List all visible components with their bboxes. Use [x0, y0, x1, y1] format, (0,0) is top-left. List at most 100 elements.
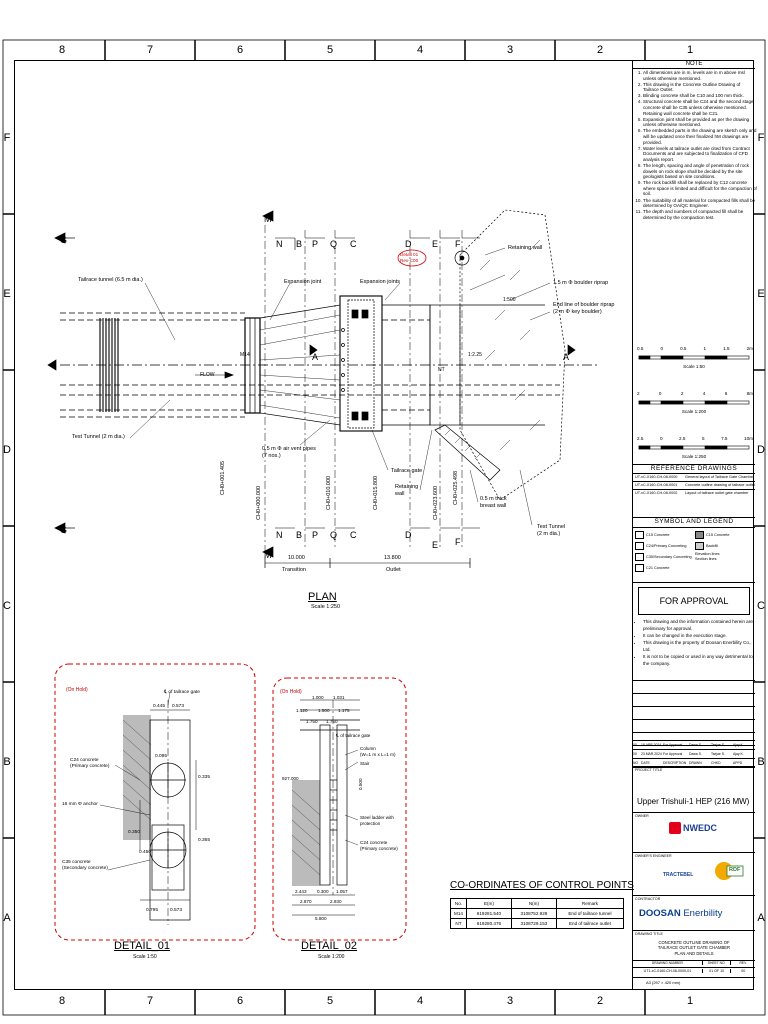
detail-02-label: 1.750: [306, 719, 318, 724]
svg-text:C: C: [350, 239, 357, 249]
grid-row: A: [757, 912, 765, 924]
rev-no: 00: [633, 752, 637, 756]
grid-row: E: [757, 288, 765, 300]
detail-01-label: 0.365: [198, 838, 211, 843]
svg-text:Q: Q: [330, 530, 337, 540]
note-item: All dimensions are in m, levels are in m…: [643, 70, 757, 81]
grid-col: 5: [326, 44, 334, 56]
scale-tick: 0: [658, 391, 662, 396]
paper-size: A3 (297 × 420 mm): [646, 980, 681, 985]
reference-title: General layout of Tailrace Gate Chamber: [685, 475, 754, 479]
svg-text:N: N: [276, 530, 283, 540]
detail-01-drawing: [54, 663, 256, 941]
label-slope-1: 1:500: [503, 297, 516, 303]
owner-label: OWNER: [635, 814, 649, 818]
section-label: G: [60, 235, 67, 245]
detail-02-label: 1.057: [336, 889, 348, 894]
detail-02-label: 2.443: [295, 889, 307, 894]
sheet-number: 01 OF 10: [703, 969, 732, 973]
svg-text:N: N: [276, 239, 283, 249]
svg-text:F: F: [455, 239, 461, 249]
section-label: G: [60, 525, 67, 535]
grid-row: A: [3, 912, 11, 924]
detail-01-label: 0.445: [153, 704, 166, 709]
table-cell: 3108752.929: [510, 908, 557, 919]
scale-tick: 2.5: [679, 436, 686, 441]
detail-01-label: C35 concrete (Secondary concrete): [62, 860, 108, 871]
note-item: This drawing is the Concrete Outline Dra…: [643, 82, 757, 93]
scale-label-3: Scale 1:250: [681, 454, 707, 459]
drawing-number-label: DRAWING NUMBER: [633, 961, 703, 965]
detail-02-label: 927.000: [282, 776, 299, 781]
scale-tick: 4: [702, 391, 706, 396]
scale-tick: 8m: [746, 391, 753, 396]
table-header: N(m): [510, 898, 557, 909]
engineer-label: OWNER'S ENGINEER: [635, 854, 672, 858]
detail-02-label: 2.930: [330, 899, 342, 904]
rev-drawn: Dawa S.: [689, 743, 702, 747]
rev-appd: Ajay K.: [733, 743, 744, 747]
detail-02-label: Stair: [360, 761, 370, 766]
dim-outlet-label: Outlet: [386, 567, 401, 573]
svg-text:P: P: [312, 530, 318, 540]
detail-01-label: 0.450: [139, 850, 152, 855]
reference-title: Layout of tailrace outlet gate chamber: [685, 491, 749, 495]
title-block: NOTE All dimensions are in m, levels are…: [632, 60, 757, 990]
legend-label: C15 Concrete: [706, 533, 730, 537]
rev-no: 00: [633, 743, 637, 747]
rev-chkd: Tsejae S.: [711, 743, 725, 747]
rev-label: REV.: [739, 961, 747, 965]
legend-label: Backfill: [706, 544, 719, 548]
label-flow: FLOW: [200, 372, 215, 378]
grid-row: F: [757, 132, 765, 144]
svg-text:B: B: [296, 239, 302, 249]
scale-tick: 1.5: [723, 346, 730, 351]
detail-01-label: ℄ of tailrace gate: [164, 690, 200, 695]
section-label: M: [264, 214, 272, 224]
grid-col: 1: [686, 995, 694, 1007]
drawing-title: CONCRETE OUTLINE DRAWING OF TAILRACE OUT…: [657, 940, 731, 956]
approval-note: This drawing and the information contain…: [643, 618, 757, 632]
grid-col: 4: [416, 44, 424, 56]
detail-01-label: 0.573: [170, 908, 183, 913]
legend-item: C21 Concrete: [635, 563, 695, 574]
drawing-number-row: UT1-xC-0160-CH-08-0000-01 01 OF 10 00: [633, 969, 755, 973]
detail-01-title: DETAIL_01: [114, 940, 171, 952]
detail-02-on-hold: (On Hold): [280, 689, 302, 695]
label-retaining-wall: Retaining wall: [395, 484, 419, 497]
grid-row: F: [3, 132, 11, 144]
approval-note: It can be changed in the execution stage…: [643, 632, 757, 639]
control-points-table: No. E(m) N(m) Remark M14 619281.540 3108…: [450, 898, 624, 929]
grid-col: 3: [506, 995, 514, 1007]
scale-tick: 6: [724, 391, 728, 396]
rdf-logo-icon: [715, 862, 744, 880]
legend-header: SYMBOL AND LEGEND: [654, 518, 734, 525]
detail-02-label: 1.000: [312, 695, 324, 700]
scale-tick: 0: [659, 436, 663, 441]
legend-item: C24/Primary Concreting: [635, 541, 695, 552]
grid-col: 7: [146, 44, 154, 56]
dim-outlet: 13.800: [384, 555, 401, 561]
detail-01-label: 16 mm Φ anchor: [62, 802, 98, 807]
engineer-logo-1: TRACTEBEL: [663, 872, 694, 878]
label-breast-wall: 0.5 m thick breast wall: [480, 496, 507, 509]
table-cell: End of tailrace tunnel: [555, 908, 624, 919]
label-nt: NT: [438, 367, 445, 373]
detail-02-label: ℄ of tailrace gate: [336, 733, 371, 738]
table-cell: End of tailrace outlet: [555, 918, 624, 929]
scale-label-2: Scale 1:200: [681, 409, 707, 414]
svg-text:F: F: [455, 537, 461, 547]
note-item: Structural concrete shall be C24 and the…: [643, 99, 757, 116]
grid-row: C: [757, 600, 765, 612]
legend-item: C15 Concrete: [635, 530, 695, 541]
rev-date: 18.APR.2024: [641, 743, 662, 747]
label-retaining-wall-top: Retaining wall: [508, 245, 543, 251]
grid-col: 3: [506, 44, 514, 56]
svg-text:A: A: [312, 352, 318, 362]
